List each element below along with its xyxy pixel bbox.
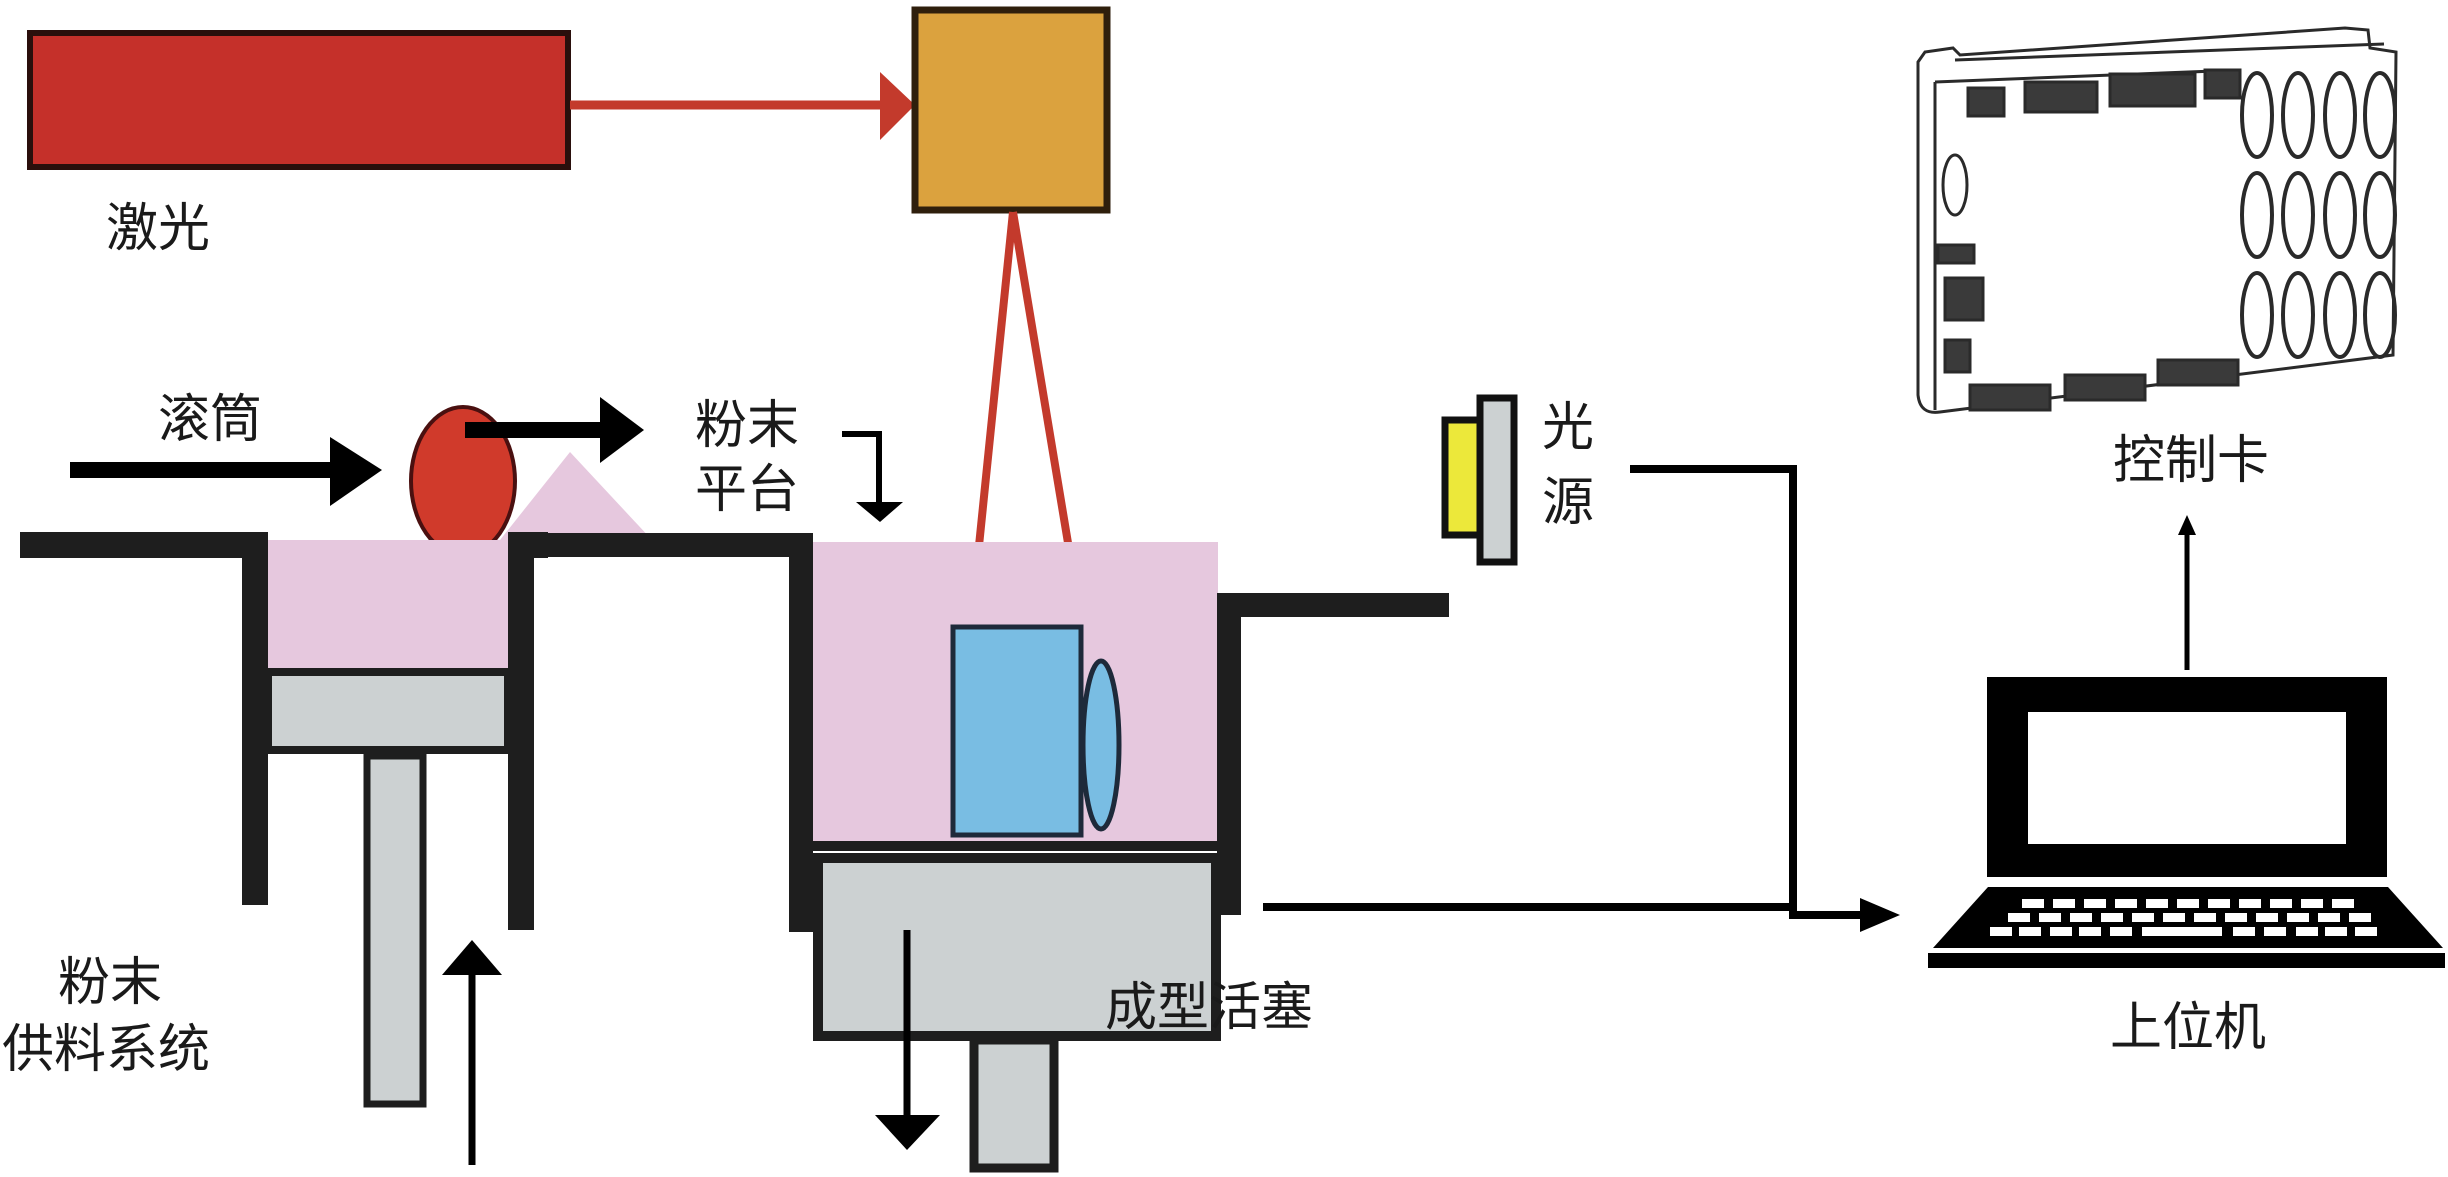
keyboard-key [2132,913,2154,922]
control-card-label: 控制卡 [2113,431,2269,491]
powder-platform-label-line1: 粉末 [695,396,799,456]
keyboard-key [2225,913,2247,922]
keyboard-key [2318,913,2340,922]
keyboard-key [2146,899,2168,908]
keyboard-key [2270,899,2292,908]
keyboard-key [2050,927,2072,936]
keyboard-key [1990,927,2012,936]
laser-source [27,30,571,170]
roller-direction-arrowhead [600,397,644,463]
light-source-signal-line [1630,465,1860,919]
keyboard-key [2070,913,2092,922]
signal-arrowhead [1860,898,1900,932]
keyboard-key [2008,913,2030,922]
galvo-scanner [911,6,1111,214]
keyboard-key [2264,927,2286,936]
keyboard-key [2194,913,2216,922]
keyboard-key [2325,927,2347,936]
laser-beam-arrowhead [880,72,915,140]
feed-powder-bed [268,540,508,670]
keyboard-key [2110,927,2132,936]
keyboard-key [2079,927,2101,936]
keyboard-key [2332,899,2354,908]
build-down-arrowhead [875,1115,940,1150]
part-lens-feature [1080,658,1122,832]
light-source-emitter [1441,416,1484,539]
keyboard-key [2101,913,2123,922]
keyboard-key [2233,927,2255,936]
build-piston-label: 成型活塞 [1105,978,1313,1038]
laser-beam-down-left [971,211,1017,586]
controller-board-icon [1916,26,2398,414]
keyboard-key [2256,913,2278,922]
roller-motion-arrowhead [330,437,382,506]
keyboard-spacebar [2142,927,2222,936]
build-chamber-walls [548,533,1449,932]
keyboard-key [2039,913,2061,922]
feed-chamber-walls [20,532,548,930]
keyboard-key [2084,899,2106,908]
keyboard-key [2349,913,2371,922]
keyboard-key [2239,899,2261,908]
host-computer-label: 上位机 [2110,998,2266,1058]
keyboard-key [2115,899,2137,908]
keyboard-key [2022,899,2044,908]
keyboard-key [2301,899,2323,908]
powder-feed-label-line2: 供料系统 [2,1020,210,1080]
powder-platform-label-line2: 平台 [695,460,799,520]
powder-platform-down-arrow [842,431,882,505]
keyboard-key [2296,927,2318,936]
printed-part [950,624,1084,838]
keyboard-key [2177,899,2199,908]
build-piston-rod [969,1035,1059,1173]
keyboard-key [2208,899,2230,908]
light-source-label-line2: 源 [1542,473,1594,533]
keyboard-key [2163,913,2185,922]
vent-slots [2240,71,2397,359]
light-source-label-line1: 光 [1542,398,1594,458]
laser-beam-down-right [1009,211,1079,586]
keyboard-key [2287,913,2309,922]
keyboard-key [2019,927,2041,936]
powder-feed-label-line1: 粉末 [58,953,162,1013]
laser-label: 激光 [106,199,210,259]
powder-heap [500,452,652,540]
feed-up-arrowhead [442,940,502,975]
keyboard-key [2355,927,2377,936]
light-source-housing [1476,394,1518,566]
feed-piston-head [264,668,512,754]
powder-platform-down-arrowhead [856,502,903,522]
feed-piston-rod [363,752,427,1108]
keyboard-key [2053,899,2075,908]
roller-label: 滚筒 [158,390,262,450]
laptop-icon [1928,677,2445,968]
host-to-control-arrowhead [2178,515,2196,535]
